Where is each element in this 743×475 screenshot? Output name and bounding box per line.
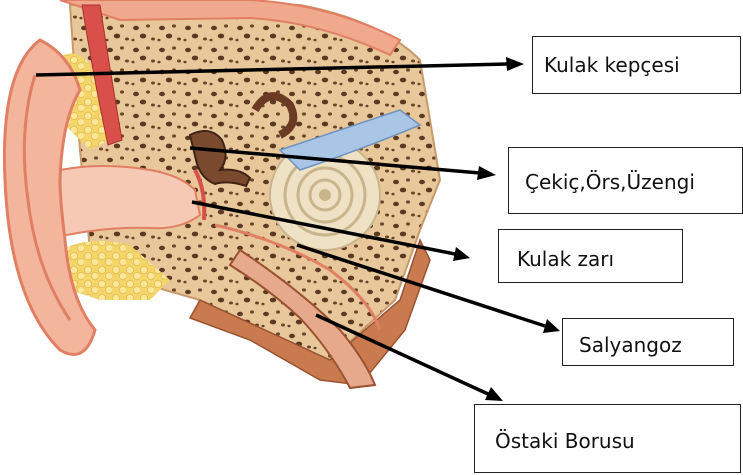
label-eustachian: Östaki Borusu: [495, 429, 635, 453]
arrowhead-pinna: [506, 57, 524, 71]
arrowhead-eardrum: [453, 247, 470, 261]
arrowhead-cochlea: [543, 319, 560, 333]
label-box-ossicles: Çekiç,Örs,Üzengi: [508, 147, 743, 214]
label-box-eardrum: Kulak zarı: [498, 229, 683, 283]
ear-illustration: [4, 0, 440, 388]
arrowhead-ossicles: [477, 166, 496, 180]
label-eardrum: Kulak zarı: [517, 247, 614, 271]
label-cochlea: Salyangoz: [579, 333, 682, 357]
label-box-pinna: Kulak kepçesi: [532, 36, 741, 94]
label-box-cochlea: Salyangoz: [562, 318, 734, 366]
label-box-eustachian: Östaki Borusu: [474, 404, 741, 473]
label-ossicles: Çekiç,Örs,Üzengi: [525, 170, 695, 194]
label-pinna: Kulak kepçesi: [544, 53, 680, 77]
